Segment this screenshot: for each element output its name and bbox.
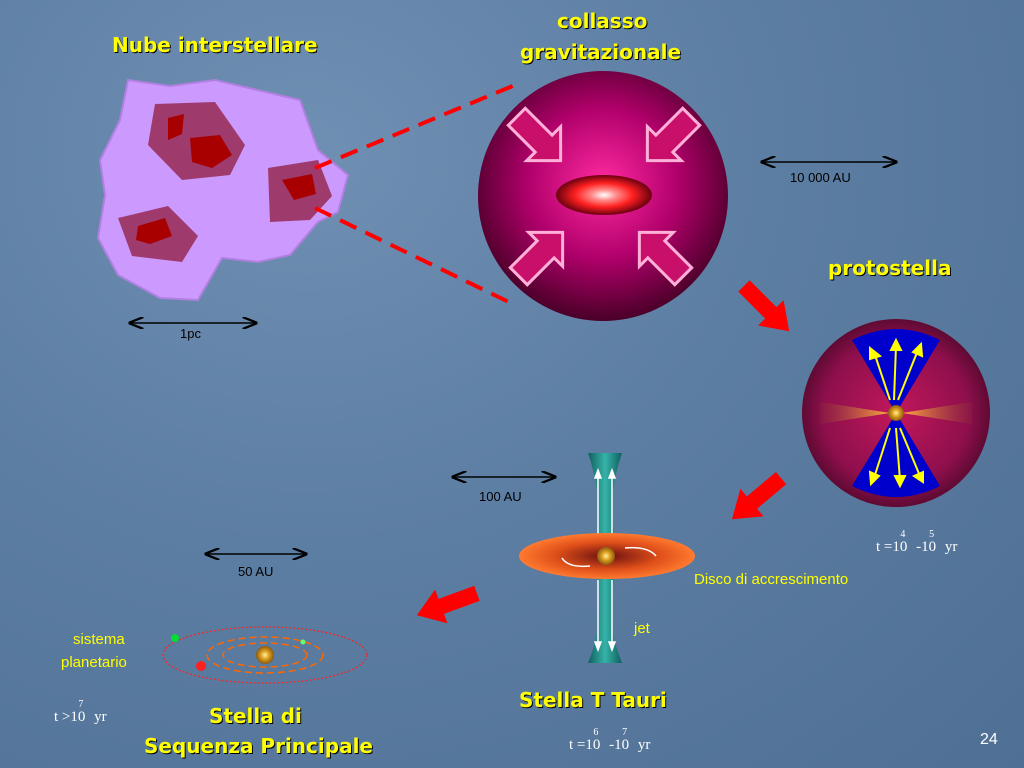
t-tauri-system — [519, 453, 695, 663]
inward-arrow — [508, 230, 565, 287]
title-main-sequence-line2: Sequenza Principale — [144, 734, 373, 758]
page-number: 24 — [980, 731, 998, 748]
scale-label-ttauri: 100 AU — [479, 489, 522, 504]
disk-rotation-arrow — [624, 546, 657, 557]
inward-arrow — [637, 230, 694, 287]
time-text: -10 — [605, 737, 630, 753]
time-text: t >10 — [54, 709, 86, 725]
scale-label-mainseq: 50 AU — [238, 564, 274, 579]
disk-beam — [902, 402, 972, 424]
disk-beam — [820, 402, 890, 424]
time-text: yr — [90, 709, 107, 725]
main-sequence-star — [256, 646, 274, 664]
time-exponent: 5 — [929, 529, 935, 540]
label-planetary-system-line2: planetario — [61, 654, 127, 671]
zoom-line — [314, 83, 516, 170]
progression-arrow — [732, 472, 787, 520]
protostar-core — [888, 405, 904, 421]
orbit — [206, 636, 324, 674]
scale-label-collapse: 10 000 AU — [790, 170, 851, 185]
scale-label-cloud: 1pc — [180, 326, 201, 341]
cloud-clump — [118, 206, 198, 262]
title-protostar: protostella — [828, 256, 952, 280]
disk-rotation-arrow — [561, 557, 591, 568]
title-collapse-line1: collasso — [557, 9, 648, 33]
time-exponent: 7 — [622, 727, 628, 738]
time-text: yr — [941, 539, 958, 555]
collapsing-cloud-sphere — [478, 71, 728, 321]
inward-arrow — [645, 106, 702, 163]
protostar — [802, 319, 990, 507]
title-main-sequence-line1: Stella di — [209, 704, 302, 728]
planet — [171, 634, 179, 642]
zoom-line — [314, 206, 516, 307]
time-mainseq: t >107 yr — [54, 699, 107, 726]
jet-arrows — [593, 467, 617, 653]
time-exponent: 6 — [593, 727, 599, 738]
collapsing-core — [556, 175, 652, 215]
time-text: t =10 — [876, 539, 908, 555]
jet-upper — [588, 453, 622, 541]
progression-arrow — [738, 280, 790, 332]
time-exponent: 7 — [78, 699, 84, 710]
orbit — [222, 642, 308, 668]
planetary-system — [162, 626, 368, 684]
label-planetary-system-line1: sistema — [73, 631, 125, 648]
label-accretion-disk: Disco di accrescimento — [694, 571, 849, 588]
interstellar-cloud — [96, 78, 350, 302]
outflow-arrows — [868, 337, 924, 489]
orbit — [162, 626, 368, 684]
progression-arrow — [416, 585, 480, 624]
time-text: t =10 — [569, 737, 601, 753]
time-protostar: t =104 -105 yr — [876, 529, 958, 556]
label-jet: jet — [634, 620, 650, 637]
jet-lower — [588, 573, 622, 663]
inward-arrow — [506, 106, 563, 163]
title-interstellar-cloud: Nube interstellare — [112, 33, 318, 57]
title-t-tauri: Stella T Tauri — [519, 688, 667, 712]
time-ttauri: t =106 -107 yr — [569, 727, 651, 754]
cloud-clump — [148, 102, 245, 180]
time-exponent: 4 — [900, 529, 906, 540]
time-text: -10 — [912, 539, 937, 555]
t-tauri-star — [597, 547, 615, 565]
time-text: yr — [634, 737, 651, 753]
title-collapse-line2: gravitazionale — [520, 40, 682, 64]
planet — [300, 639, 306, 645]
planet — [196, 661, 206, 671]
